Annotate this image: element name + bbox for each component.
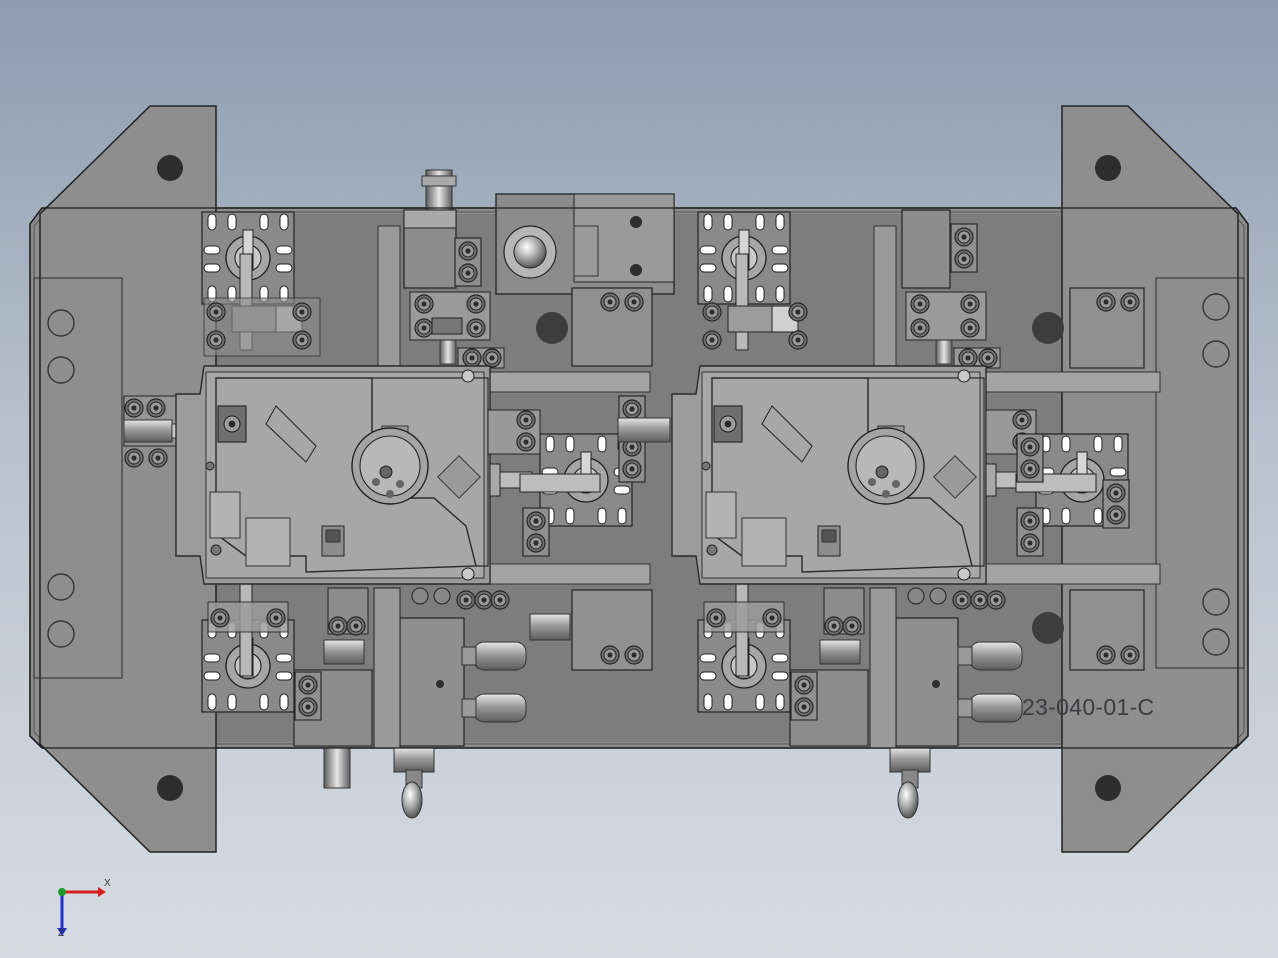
left-fixture-station [123, 209, 671, 819]
x-axis-label: X [104, 878, 111, 889]
base-plate-outline [29, 207, 1249, 749]
left-end-bracket [33, 105, 217, 853]
top-center-blocks [421, 169, 1064, 671]
part-number-label: 23-040-01-C [1022, 694, 1155, 720]
coordinate-triad: X Z [46, 878, 116, 942]
z-axis-label: Z [58, 928, 65, 939]
right-fixture-station [671, 209, 1161, 819]
axis-triad-icon [57, 887, 106, 936]
